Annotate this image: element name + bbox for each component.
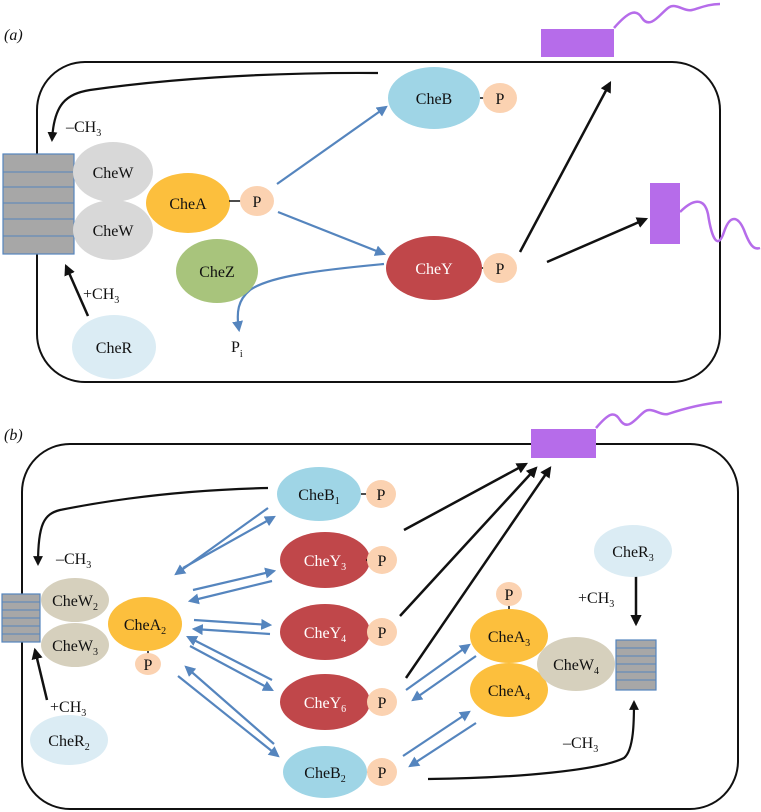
svg-text:CheB1: CheB1: [298, 487, 339, 507]
svg-text:CheR3: CheR3: [612, 544, 653, 564]
flagellar-motor-top-a: [541, 2, 721, 57]
svg-text:CheZ: CheZ: [199, 264, 235, 281]
chey-node-a: CheY: [386, 236, 482, 300]
chey3-phosphate: P: [367, 546, 397, 574]
chea4-node: CheA4: [470, 663, 548, 717]
panel-b-label: (b): [4, 427, 23, 444]
chea-to-cheb-arrow: [276, 105, 388, 185]
svg-text:P: P: [496, 261, 505, 278]
svg-text:P: P: [496, 91, 505, 108]
svg-text:P: P: [505, 587, 514, 604]
svg-text:CheA2: CheA2: [124, 617, 166, 637]
chey6-to-motor-arrow: [404, 466, 552, 679]
cher2-node: CheR2: [30, 715, 108, 765]
minus-ch3-label-b-right: –CH3: [562, 735, 598, 755]
cheb2-node: CheB2: [283, 746, 367, 798]
demethylation-arrow-b-right: [427, 700, 639, 781]
svg-text:CheY: CheY: [415, 261, 453, 278]
svg-text:P: P: [378, 553, 387, 570]
chea-phosphate-a: P: [240, 186, 274, 216]
cher3-node: CheR3: [594, 525, 672, 577]
cheb-node-a: CheB: [388, 67, 480, 129]
svg-text:CheW4: CheW4: [553, 657, 599, 677]
chew4-node: CheW4: [537, 637, 615, 691]
chew2-node: CheW2: [41, 578, 109, 622]
plus-ch3-label-b-left: +CH3: [50, 699, 86, 719]
cher-node-a: CheR: [72, 315, 156, 379]
inorganic-phosphate-label: Pi: [231, 339, 243, 360]
demethylation-arrow-a: [47, 71, 379, 142]
chew-top-a: CheW: [73, 142, 153, 202]
minus-ch3-label-b-left: –CH3: [55, 551, 91, 571]
cheb1-node: CheB1: [277, 467, 361, 521]
chey3-to-motor-arrow: [403, 462, 528, 532]
chea3-node: CheA3: [470, 609, 548, 663]
plus-ch3-label-a: +CH3: [83, 286, 119, 306]
dephosphorylation-arrow: [232, 262, 385, 333]
svg-text:CheW2: CheW2: [52, 593, 98, 613]
plus-ch3-label-b-right: +CH3: [578, 590, 614, 610]
chew-bottom-a: CheW: [73, 200, 153, 260]
receptor-array-b-left: [1, 593, 41, 643]
chey-to-motor-right-arrow: [546, 217, 649, 264]
chey4-phosphate: P: [367, 618, 397, 646]
svg-text:CheW: CheW: [93, 165, 135, 182]
svg-text:CheA: CheA: [169, 196, 207, 213]
svg-text:CheW3: CheW3: [52, 638, 98, 658]
methylation-arrow-a: [64, 263, 90, 317]
chey4-to-motor-arrow: [399, 466, 538, 617]
svg-text:P: P: [378, 625, 387, 642]
chey-phosphate-a: P: [483, 253, 517, 283]
svg-text:CheA4: CheA4: [488, 683, 530, 703]
receptor-array-b-right: [615, 639, 657, 691]
svg-text:P: P: [144, 657, 153, 674]
chey6-node: CheY6: [280, 674, 370, 730]
panel-a-label: (a): [4, 27, 23, 44]
svg-text:CheR: CheR: [96, 340, 133, 357]
svg-text:CheY4: CheY4: [304, 625, 346, 645]
minus-ch3-label-a: –CH3: [65, 119, 101, 139]
chea-to-chey-arrow: [277, 210, 387, 256]
svg-text:CheR2: CheR2: [48, 733, 89, 753]
svg-text:CheA3: CheA3: [488, 629, 530, 649]
cheb1-phosphate: P: [366, 480, 396, 508]
svg-text:P: P: [253, 194, 262, 211]
svg-text:CheY6: CheY6: [304, 695, 346, 715]
cheb2-phosphate: P: [367, 758, 397, 786]
chew3-node: CheW3: [41, 623, 109, 667]
svg-text:CheB2: CheB2: [304, 765, 345, 785]
chey4-node: CheY4: [280, 604, 370, 660]
chez-node: CheZ: [176, 239, 258, 303]
svg-text:CheW: CheW: [93, 223, 135, 240]
methylation-arrow-b-left: [31, 647, 49, 701]
chea2-node: CheA2: [108, 597, 182, 651]
chea3-phosphate: P: [496, 582, 522, 606]
chey-to-motor-top-arrow: [518, 81, 612, 253]
cheb-phosphate-a: P: [483, 83, 517, 113]
svg-text:P: P: [378, 765, 387, 782]
phosphotransfer-arrows-b: [174, 507, 477, 768]
receptor-array-a: [2, 153, 75, 255]
svg-text:P: P: [377, 487, 386, 504]
flagellar-motor-right-a: [650, 183, 761, 250]
chea-node-a: CheA: [146, 173, 230, 233]
svg-text:CheB: CheB: [416, 91, 452, 108]
chey3-node: CheY3: [280, 532, 370, 588]
svg-text:P: P: [378, 695, 387, 712]
svg-text:CheY3: CheY3: [304, 553, 346, 573]
chey6-phosphate: P: [367, 688, 397, 716]
flagellar-motor-b: [531, 400, 723, 458]
chea2-phosphate: P: [135, 653, 161, 675]
demethylation-arrow-b: [33, 486, 269, 566]
